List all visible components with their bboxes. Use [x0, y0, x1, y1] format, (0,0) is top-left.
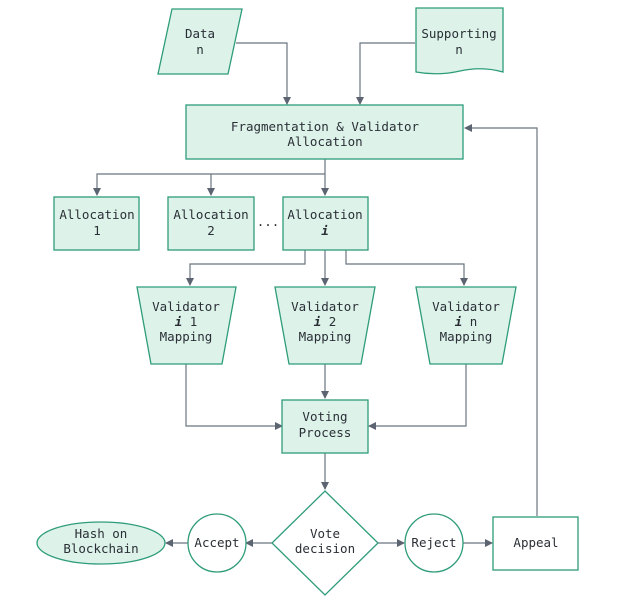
- supporting-node-label: Supporting: [421, 26, 496, 41]
- edge-supporting-to-fragmentation: [356, 42, 415, 105]
- hash-node: Hash on Blockchain: [36, 521, 166, 565]
- validator-n-label: Validator: [432, 299, 500, 314]
- validator-n-num: n: [470, 314, 478, 329]
- accept-label: Accept: [194, 535, 239, 550]
- validator-n-index: i n: [455, 314, 478, 329]
- fragmentation-node: Fragmentation & Validator Allocation: [185, 104, 464, 160]
- hash-label-line2: Blockchain: [63, 541, 138, 556]
- edge-fragmentation-to-allocation-1: [93, 173, 325, 196]
- validator-1-node: Validator i 1 Mapping: [136, 286, 237, 365]
- data-node-index: n: [196, 42, 204, 57]
- validator-2-node: Validator i 2 Mapping: [274, 286, 376, 365]
- edges: [93, 42, 538, 547]
- vote-decision-label-line2: decision: [295, 541, 355, 556]
- allocation-1-node: Allocation 1: [53, 196, 140, 251]
- appeal-node: Appeal: [492, 516, 579, 571]
- supporting-node-index: n: [455, 42, 463, 57]
- data-node: Data n: [157, 8, 243, 75]
- appeal-label: Appeal: [513, 535, 558, 550]
- validator-n-node: Validator i n Mapping: [415, 286, 517, 365]
- validator-2-index: i 2: [314, 314, 337, 329]
- edge-allocation-i-to-validator-1: [186, 250, 306, 286]
- allocation-i-label: Allocation: [287, 207, 362, 222]
- vote-decision-node: Vote decision: [271, 490, 379, 596]
- validator-2-num: 2: [329, 314, 337, 329]
- validator-2-var: i: [314, 314, 322, 329]
- edge-validator-1-to-voting: [185, 364, 283, 430]
- validator-n-mapping: Mapping: [440, 329, 493, 344]
- edge-appeal-to-fragmentation: [464, 124, 538, 516]
- fragmentation-node-label-line2: Allocation: [287, 134, 362, 149]
- allocation-2-index: 2: [207, 223, 215, 238]
- edge-validator-n-to-voting: [368, 364, 467, 430]
- voting-label-line2: Process: [299, 425, 352, 440]
- edge-allocation-i-to-validator-n: [345, 250, 468, 286]
- allocation-ellipsis: ...: [257, 214, 280, 229]
- accept-node: Accept: [187, 513, 247, 573]
- hash-label-line1: Hash on: [75, 526, 128, 541]
- allocation-1-label: Allocation: [59, 207, 134, 222]
- validator-2-mapping: Mapping: [299, 329, 352, 344]
- supporting-node: Supporting n: [415, 7, 504, 75]
- data-node-label: Data: [185, 26, 215, 41]
- reject-label: Reject: [411, 535, 456, 550]
- validator-2-label: Validator: [291, 299, 359, 314]
- reject-node: Reject: [404, 513, 464, 573]
- allocation-2-node: Allocation 2: [167, 196, 255, 251]
- validator-n-var: i: [455, 314, 463, 329]
- validator-1-num: 1: [190, 314, 198, 329]
- validator-1-var: i: [175, 314, 183, 329]
- allocation-i-node: Allocation i: [282, 196, 369, 251]
- allocation-1-index: 1: [93, 223, 101, 238]
- vote-decision-label-line1: Vote: [310, 526, 340, 541]
- fragmentation-node-label-line1: Fragmentation & Validator: [231, 119, 420, 134]
- allocation-2-label: Allocation: [173, 207, 248, 222]
- validator-1-index: i 1: [175, 314, 198, 329]
- allocation-i-index: i: [321, 223, 329, 238]
- edge-data-to-fragmentation: [236, 42, 291, 105]
- voting-node: Voting Process: [281, 399, 369, 454]
- validator-1-mapping: Mapping: [160, 329, 213, 344]
- voting-label-line1: Voting: [302, 409, 347, 424]
- validator-1-label: Validator: [152, 299, 220, 314]
